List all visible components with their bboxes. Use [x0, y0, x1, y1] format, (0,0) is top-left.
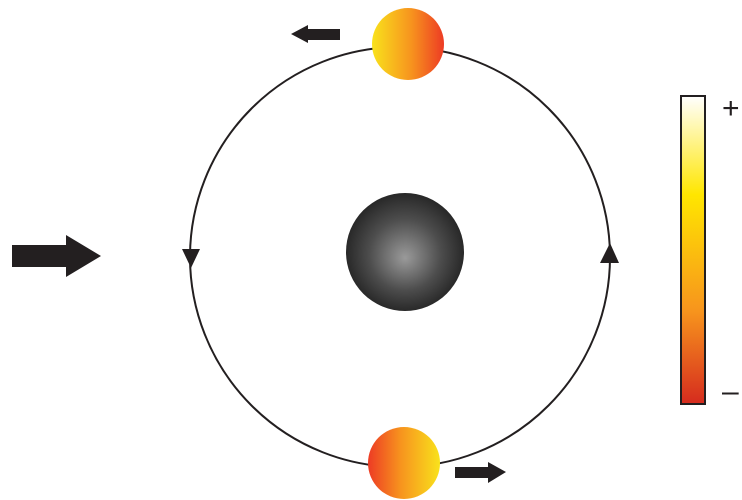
incoming-arrow-icon [12, 235, 101, 277]
top-left-arrow-icon [291, 25, 340, 43]
scale-plus-label: + [722, 92, 740, 125]
bottom-orbiting-body [368, 427, 440, 499]
scale-minus-label: – [722, 375, 739, 408]
bottom-right-arrow-icon [455, 462, 506, 483]
temperature-scale-bar [681, 96, 705, 404]
central-body [346, 193, 464, 311]
orbit-down-arrowhead-icon [182, 249, 200, 268]
top-orbiting-body [372, 8, 444, 80]
orbit-up-arrowhead-icon [600, 243, 619, 263]
